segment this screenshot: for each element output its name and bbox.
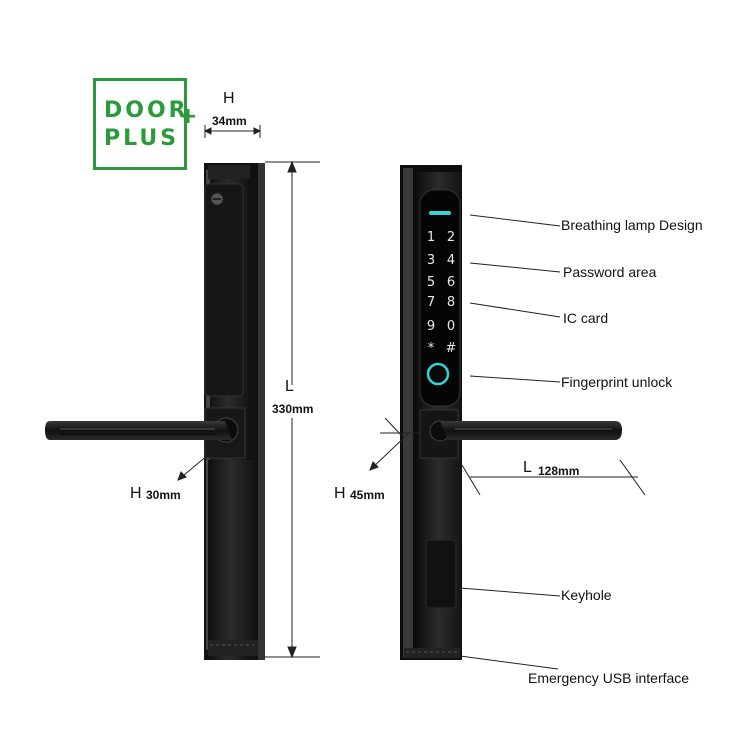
key-9: 9 xyxy=(427,319,435,334)
handle-length-value: 128mm xyxy=(538,464,580,478)
key-8: 8 xyxy=(447,295,455,310)
key-5: 5 xyxy=(427,275,435,290)
breathing-lamp xyxy=(429,211,451,215)
key-6: 6 xyxy=(447,275,455,290)
key-star: * xyxy=(428,341,435,356)
key-2: 2 xyxy=(447,230,455,245)
key-hash: # xyxy=(446,341,457,356)
callout-breathing-lamp: Breathing lamp Design xyxy=(561,217,703,233)
logo-line-plus: PLUS xyxy=(104,126,180,151)
front-upper-cover xyxy=(204,183,244,397)
length-value: 330mm xyxy=(272,402,314,416)
key-7: 7 xyxy=(427,295,435,310)
fingerprint-sensor-ring xyxy=(426,362,450,386)
back-depth-letter: H xyxy=(334,485,346,502)
callout-usb: Emergency USB interface xyxy=(528,670,690,686)
brand-logo xyxy=(93,78,187,170)
dimension-lines xyxy=(177,125,646,670)
back-depth-value: 45mm xyxy=(350,488,385,502)
key-4: 4 xyxy=(447,253,455,268)
keypad-keys: 1 2 3 4 5 6 7 8 9 0 * # xyxy=(427,230,457,356)
callout-password-area: Password area xyxy=(563,264,657,280)
key-1: 1 xyxy=(427,230,435,245)
back-handle xyxy=(440,421,622,440)
length-letter: L xyxy=(285,378,294,395)
callout-ic-card: IC card xyxy=(563,310,609,326)
keyhole-cover xyxy=(425,539,457,609)
callout-keyhole: Keyhole xyxy=(561,587,612,603)
key-0: 0 xyxy=(447,319,455,334)
front-depth-letter: H xyxy=(130,485,142,502)
front-depth-value: 30mm xyxy=(146,488,181,502)
back-lock-view xyxy=(400,165,622,660)
logo-plus-sign: + xyxy=(179,104,198,129)
front-handle xyxy=(45,421,232,440)
logo-line-door: DOOR xyxy=(104,98,189,123)
front-lock-view xyxy=(45,163,265,660)
width-letter: H xyxy=(223,90,235,107)
width-value: 34mm xyxy=(212,114,247,128)
keypad-panel xyxy=(419,189,461,407)
key-3: 3 xyxy=(427,253,435,268)
handle-length-letter: L xyxy=(523,459,532,476)
callout-fingerprint: Fingerprint unlock xyxy=(561,374,673,390)
